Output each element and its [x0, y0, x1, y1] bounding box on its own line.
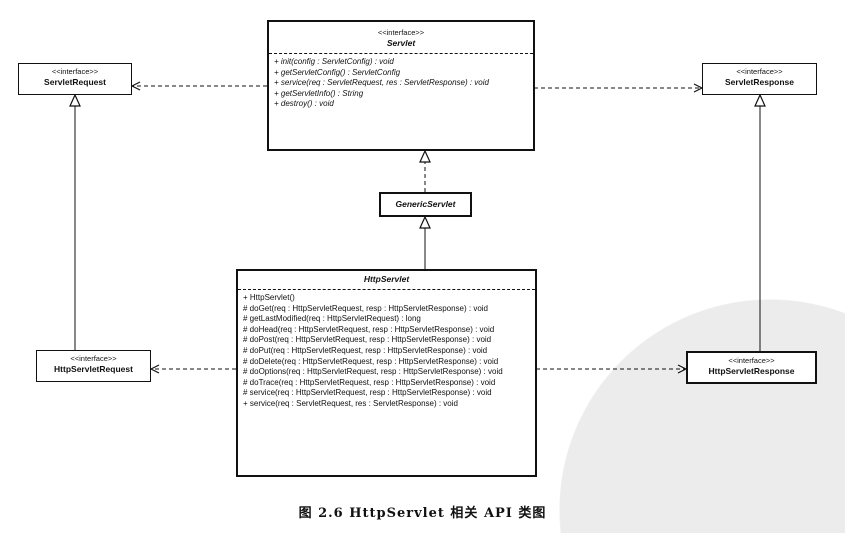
generic-servlet-box: GenericServlet: [379, 192, 472, 217]
stereotype: <<interface>>: [736, 67, 783, 76]
operation: + getServletConfig() : ServletConfig: [274, 67, 401, 77]
class-name: ServletRequest: [44, 77, 106, 87]
stereotype: <<interface>>: [728, 356, 775, 365]
operation: # doTrace(req : HttpServletRequest, resp…: [243, 377, 496, 387]
operation: + getServletInfo() : String: [274, 88, 364, 98]
class-name: GenericServlet: [395, 199, 456, 209]
operation: # doPut(req : HttpServletRequest, resp :…: [243, 345, 488, 355]
operation: # getLastModified(req : HttpServletReque…: [243, 314, 421, 324]
http-servlet-response-box: <<interface>>HttpServletResponse: [686, 351, 817, 384]
http-servlet-request-box: <<interface>>HttpServletRequest: [36, 350, 151, 382]
operation: # doPost(req : HttpServletRequest, resp …: [243, 335, 492, 345]
operation: + init(config : ServletConfig) : void: [274, 57, 394, 66]
operation: # doOptions(req : HttpServletRequest, re…: [243, 367, 503, 377]
class-name: HttpServletRequest: [54, 364, 133, 374]
operation: # service(req : HttpServletRequest, resp…: [243, 388, 492, 398]
class-name: ServletResponse: [725, 77, 794, 87]
operations: + init(config : ServletConfig) : void + …: [269, 53, 533, 113]
operation: + destroy() : void: [274, 99, 334, 109]
figure-caption: 图 2.6 HttpServlet 相关 API 类图: [298, 506, 547, 521]
stereotype: <<interface>>: [51, 67, 99, 76]
operation: # doHead(req : HttpServletRequest, resp …: [243, 324, 495, 334]
class-name: HttpServletResponse: [708, 366, 795, 376]
class-name: Servlet: [386, 38, 416, 48]
operation: # doGet(req : HttpServletRequest, resp :…: [243, 303, 489, 313]
operations: + HttpServlet() # doGet(req : HttpServle…: [238, 289, 535, 413]
class-name: HttpServlet: [363, 274, 410, 284]
servlet-interface-box: <<interface>> Servlet + init(config : Se…: [267, 20, 535, 151]
operation: + service(req : ServletRequest, res : Se…: [274, 78, 489, 88]
servlet-response-box: <<interface>>ServletResponse: [702, 63, 817, 95]
servlet-request-box: <<interface>>ServletRequest: [18, 63, 132, 95]
stereotype: <<interface>>: [377, 28, 425, 37]
stereotype: <<interface>>: [70, 354, 117, 363]
operation: + service(req : ServletRequest, res : Se…: [243, 398, 458, 408]
http-servlet-box: HttpServlet + HttpServlet() # doGet(req …: [236, 269, 537, 477]
operation: + HttpServlet(): [243, 293, 295, 302]
operation: # doDelete(req : HttpServletRequest, res…: [243, 356, 499, 366]
